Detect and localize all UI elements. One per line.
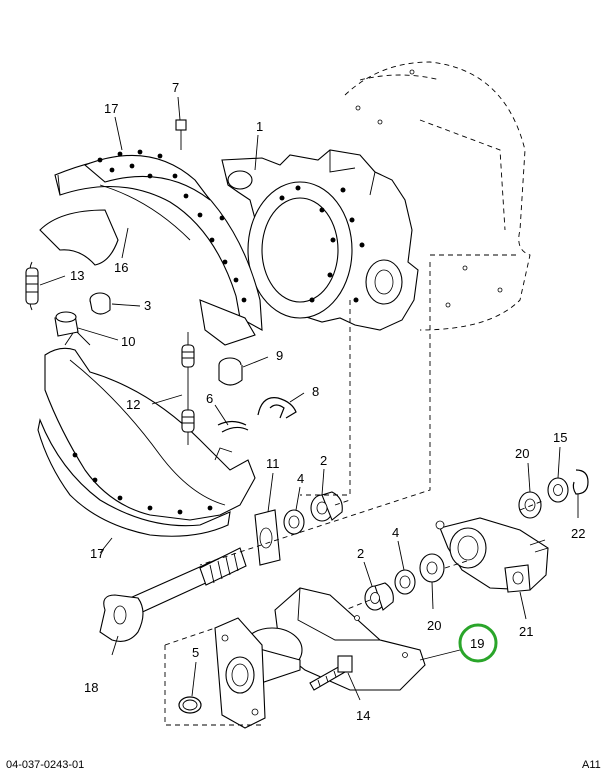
callout-6: 6	[206, 391, 213, 406]
drawing-number: 04-037-0243-01	[6, 759, 84, 771]
dust-shield	[344, 61, 531, 331]
callout-17-top: 17	[104, 101, 118, 116]
callout-12: 12	[126, 397, 140, 412]
snap-ring-5	[178, 696, 202, 714]
retainer-clip-6	[217, 420, 249, 433]
callout-20-upper: 20	[515, 446, 529, 461]
callout-19: 19	[470, 636, 484, 651]
callout-labels: 1 2 2 3 4 4 5 6 7 8 9 10 11 12 13 14 15 …	[70, 80, 585, 723]
upper-lining-block	[83, 149, 247, 303]
roller-9	[218, 357, 243, 386]
callout-20-lower: 20	[427, 618, 441, 633]
callout-14: 14	[356, 708, 370, 723]
callout-17-bottom: 17	[90, 546, 104, 561]
callout-5: 5	[192, 645, 199, 660]
bushing-2-lower	[364, 582, 394, 611]
seal-4-lower	[394, 569, 416, 595]
callout-1: 1	[256, 119, 263, 134]
callout-4-upper: 4	[297, 471, 304, 486]
highlight-ring	[458, 623, 498, 663]
callout-11: 11	[266, 456, 280, 471]
callout-21: 21	[519, 624, 533, 639]
bolt-7	[175, 119, 187, 150]
snap-ring-22	[572, 469, 589, 495]
bushing-10	[54, 311, 79, 337]
callout-22: 22	[571, 526, 585, 541]
seal-plate-11	[254, 509, 281, 566]
callout-2-upper: 2	[320, 453, 327, 468]
callout-4-lower: 4	[392, 525, 399, 540]
return-spring	[25, 261, 39, 311]
bushing-2-upper	[310, 491, 343, 522]
slack-adjuster	[435, 517, 549, 593]
washer-15	[547, 477, 569, 503]
callout-7: 7	[172, 80, 179, 95]
callout-13: 13	[70, 268, 84, 283]
page-reference: A11	[582, 759, 601, 771]
camshaft	[99, 547, 247, 642]
seal-4-upper	[283, 509, 305, 535]
washer-20-lower	[419, 553, 445, 583]
callout-9: 9	[276, 348, 283, 363]
spring-12	[181, 332, 195, 445]
spring-clip-8	[257, 397, 297, 419]
callout-2-lower: 2	[357, 546, 364, 561]
callout-18: 18	[84, 680, 98, 695]
callout-15: 15	[553, 430, 567, 445]
callout-10: 10	[121, 334, 135, 349]
leader-lines	[39, 96, 579, 701]
bushing-3	[89, 292, 111, 315]
washer-20-upper	[518, 491, 542, 519]
callout-3: 3	[144, 298, 151, 313]
chamber-bracket	[214, 587, 426, 729]
callout-16: 16	[114, 260, 128, 275]
callout-8: 8	[312, 384, 319, 399]
brake-spider	[221, 149, 419, 331]
callout-19-highlighted: 19	[458, 623, 498, 663]
lower-brake-shoe	[37, 329, 256, 537]
assembly-lines	[164, 262, 546, 726]
bolt-14	[309, 655, 353, 691]
